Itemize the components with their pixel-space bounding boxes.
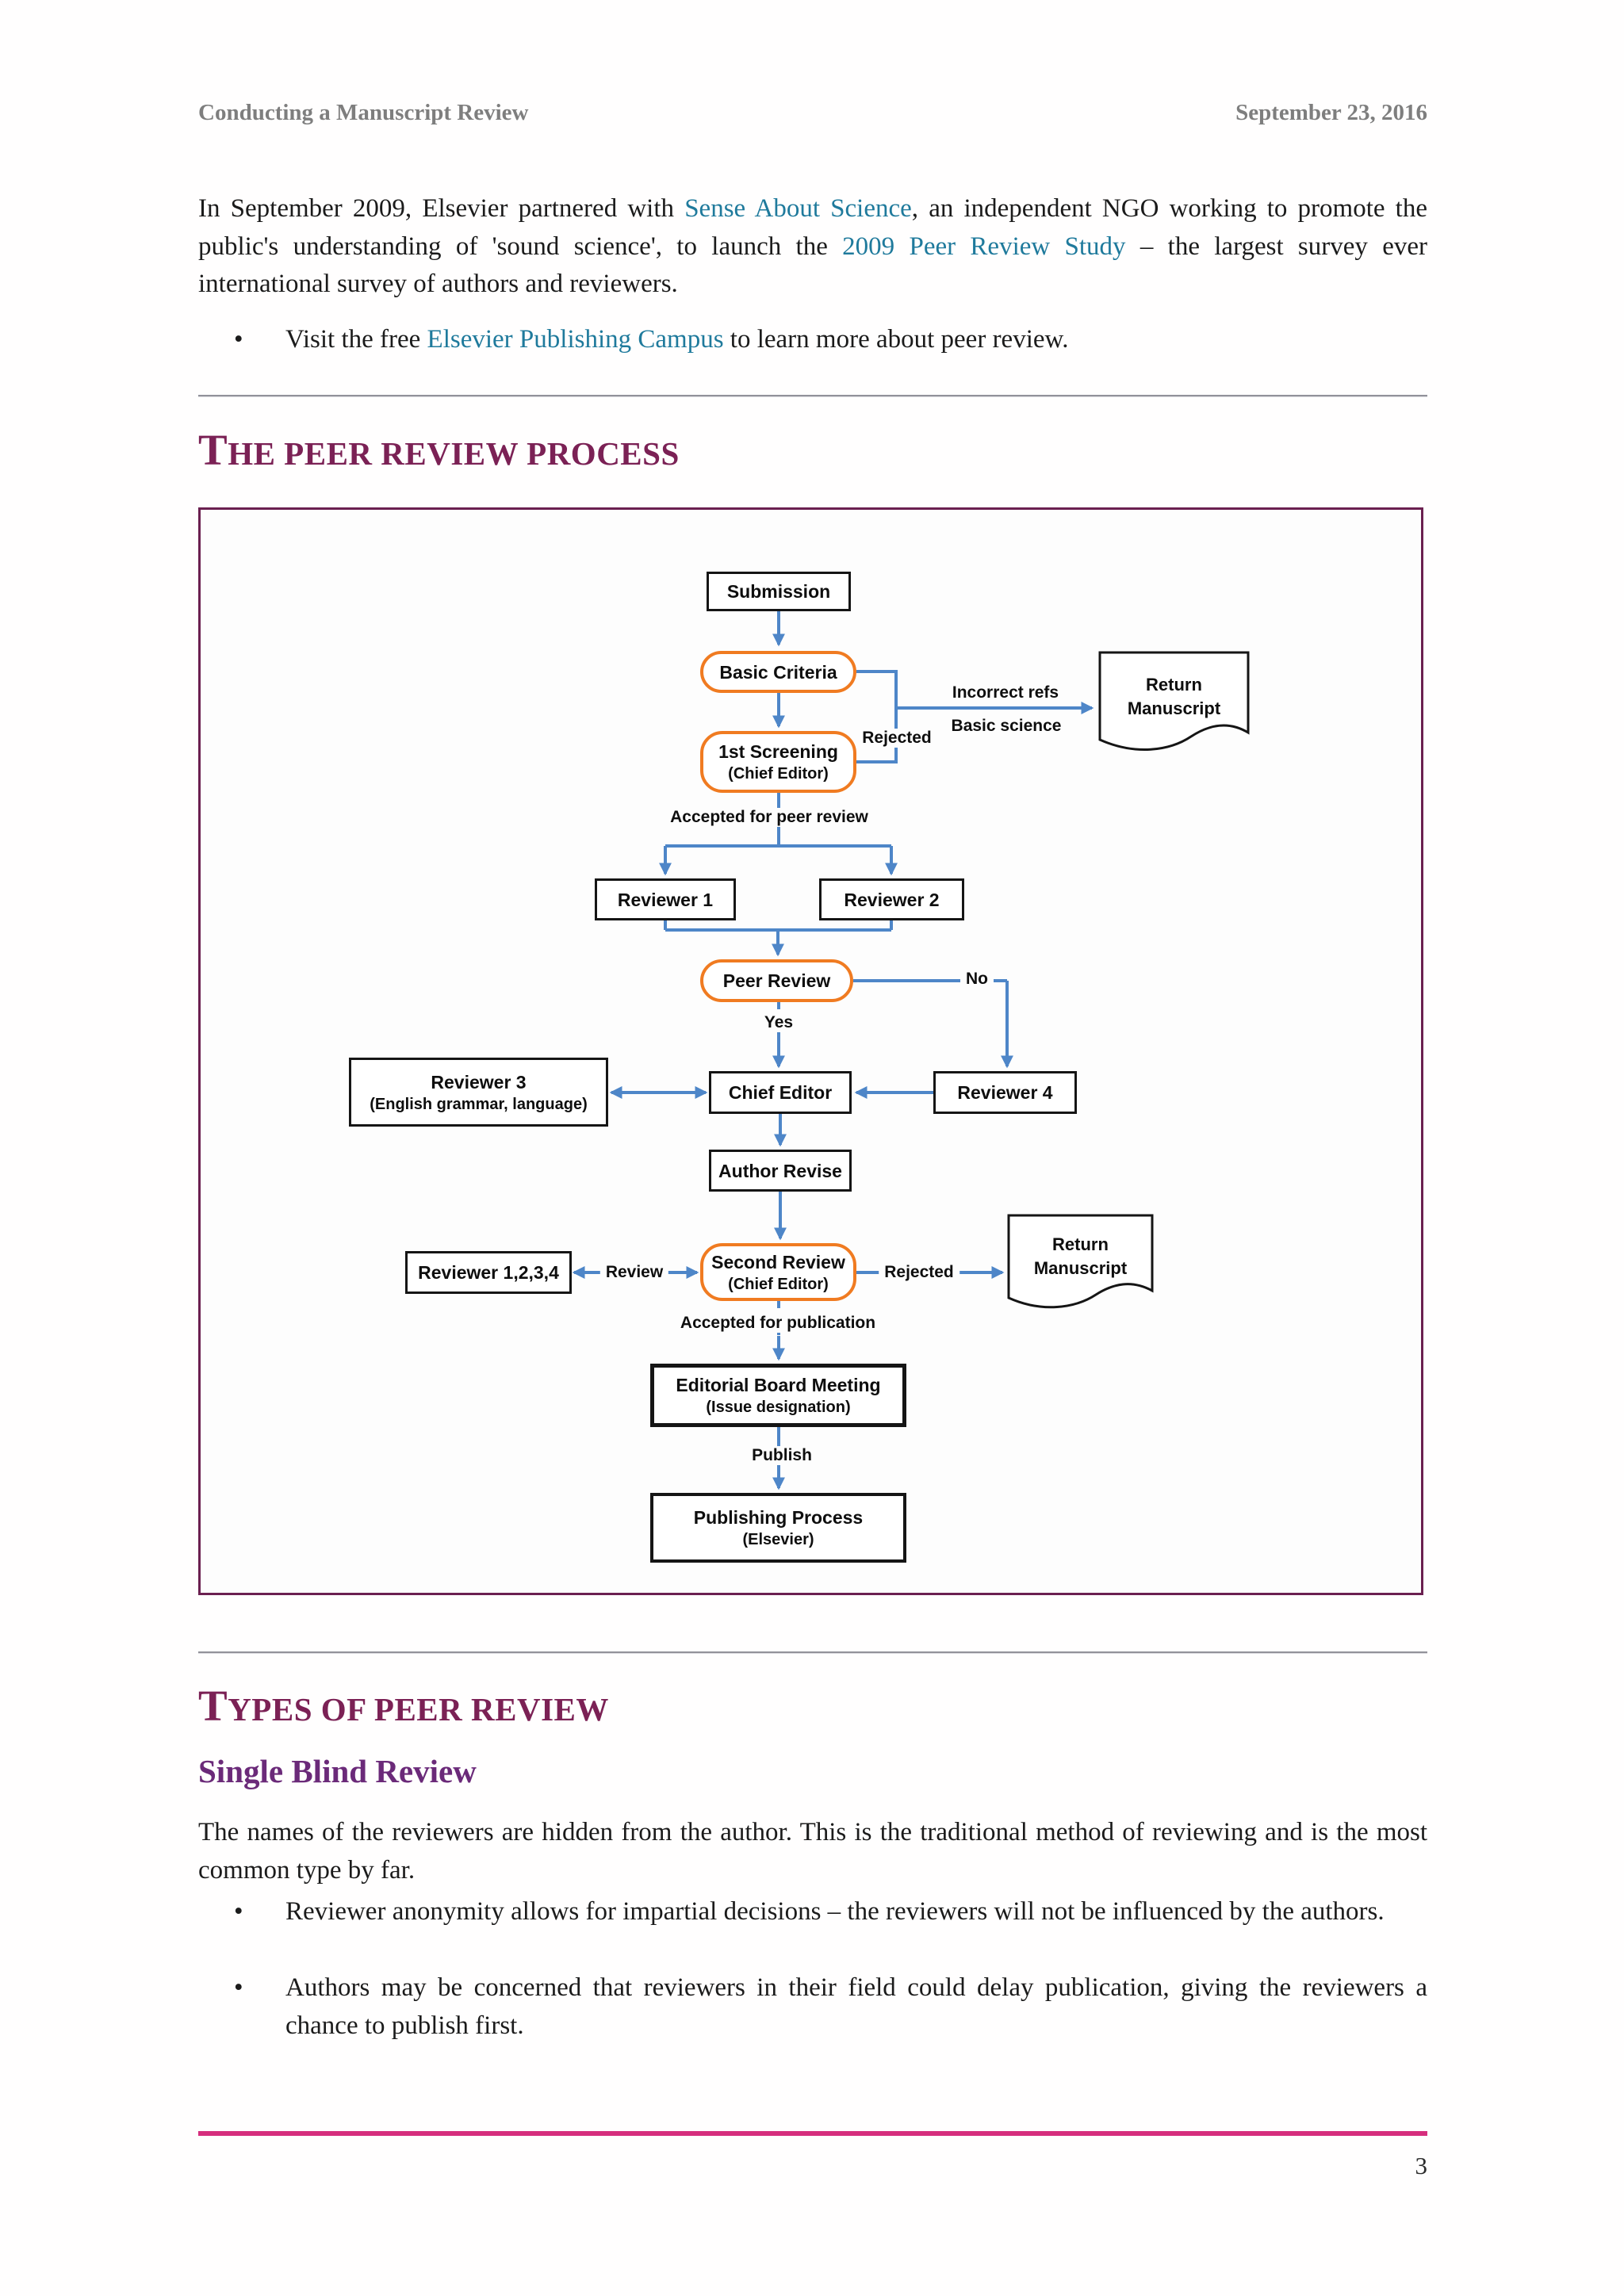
flow-node-return-manuscript-1: Return Manuscript [1100, 673, 1248, 721]
flow-node-label: Return [1146, 675, 1202, 695]
section-heading-peer-review-process: THE PEER REVIEW PROCESS [198, 425, 680, 475]
flow-node-label: Submission [726, 581, 831, 602]
bullet-icon: • [234, 1973, 243, 2002]
single-blind-paragraph: The names of the reviewers are hidden fr… [198, 1818, 1427, 1885]
heading-initial: T [198, 426, 228, 474]
heading-rest: YPES OF PEER REVIEW [228, 1691, 609, 1728]
link-sense-about-science[interactable]: Sense About Science [684, 194, 912, 223]
page-header: Conducting a Manuscript Review September… [198, 100, 1427, 126]
flow-node-sublabel: (Elsevier) [742, 1531, 814, 1548]
intro-text: – the largest survey ever international … [198, 232, 1427, 299]
flow-node-second-review: Second Review (Chief Editor) [700, 1243, 856, 1301]
intro-bullet-segment: to learn more about peer review. [723, 325, 1069, 354]
flow-label-publish: Publish [746, 1446, 818, 1465]
flow-node-label: Reviewer 1 [617, 889, 714, 910]
flow-node-sublabel: (English grammar, language) [370, 1095, 588, 1113]
bullet-text: Authors may be concerned that reviewers … [285, 1973, 1427, 2040]
flow-node-reviewer-2: Reviewer 2 [819, 878, 964, 920]
flow-node-return-manuscript-2: Return Manuscript [1009, 1233, 1152, 1280]
flow-node-label: Reviewer 1,2,3,4 [418, 1262, 559, 1283]
flow-label-yes: Yes [758, 1013, 799, 1032]
flow-node-label: Reviewer 4 [957, 1082, 1053, 1103]
return-manuscript-doc-shapes [1007, 651, 1250, 1309]
flow-node-label: Manuscript [1127, 698, 1221, 718]
flow-node-peer-review: Peer Review [700, 959, 853, 1002]
flow-label-accepted-peer-review: Accepted for peer review [665, 808, 874, 827]
flow-node-sublabel: (Issue designation) [706, 1399, 851, 1416]
flow-node-basic-criteria: Basic Criteria [700, 651, 856, 693]
bullet-icon: • [234, 325, 243, 354]
single-blind-bullet-1: • Reviewer anonymity allows for impartia… [198, 1893, 1427, 1931]
flow-node-label: Peer Review [722, 970, 831, 991]
flow-label-rejected-2: Rejected [879, 1263, 959, 1282]
flow-label-no: No [960, 970, 994, 989]
flow-node-reviewer-3: Reviewer 3 (English grammar, language) [349, 1058, 608, 1127]
page-number: 3 [1415, 2152, 1428, 2179]
link-elsevier-publishing-campus[interactable]: Elsevier Publishing Campus [427, 325, 724, 354]
flow-node-label: Chief Editor [728, 1082, 833, 1103]
bullet-icon: • [234, 1897, 243, 1926]
flow-node-first-screening: 1st Screening (Chief Editor) [700, 731, 856, 793]
flow-node-reviewer-4: Reviewer 4 [933, 1071, 1077, 1114]
flow-node-label: Author Revise [718, 1160, 842, 1181]
flow-node-label: Second Review [711, 1251, 845, 1272]
flow-label-rejected-1: Rejected [856, 729, 937, 748]
bullet-text: Reviewer anonymity allows for impartial … [285, 1897, 1385, 1926]
intro-text: In September 2009, Elsevier partnered wi… [198, 194, 685, 223]
flow-node-label: 1st Screening [718, 741, 838, 762]
intro-paragraph: In September 2009, Elsevier partnered wi… [198, 190, 1427, 304]
flow-node-label: Reviewer 2 [844, 889, 940, 910]
subheading-single-blind-review: Single Blind Review [198, 1753, 477, 1789]
intro-bullet-segment: Visit the free [285, 325, 427, 354]
intro-bullet-item: • Visit the free Elsevier Publishing Cam… [198, 321, 1427, 359]
heading-rest: HE PEER REVIEW PROCESS [228, 435, 680, 472]
flow-label-basic-science: Basic science [951, 717, 1062, 735]
flowchart-connectors [572, 611, 1250, 1490]
header-title: Conducting a Manuscript Review [198, 100, 529, 125]
footer-rule [198, 2131, 1427, 2136]
horizontal-rule [198, 1651, 1427, 1654]
flow-node-submission: Submission [707, 572, 851, 611]
flow-node-label: Publishing Process [693, 1507, 864, 1528]
link-2009-peer-review-study[interactable]: 2009 Peer Review Study [842, 232, 1126, 261]
intro-bullet-text: Visit the free Elsevier Publishing Campu… [285, 321, 1427, 359]
flow-node-label: Return [1052, 1234, 1109, 1254]
section-heading-types-of-peer-review: TYPES OF PEER REVIEW [198, 1681, 609, 1731]
flow-node-chief-editor: Chief Editor [709, 1071, 852, 1114]
header-date: September 23, 2016 [1235, 100, 1427, 125]
flow-node-reviewer-1234: Reviewer 1,2,3,4 [405, 1251, 572, 1294]
intro-text: , an independent NGO working to promote … [198, 194, 1427, 261]
flow-node-label: Reviewer 3 [431, 1071, 527, 1093]
flow-node-label: Editorial Board Meeting [676, 1375, 881, 1395]
horizontal-rule [198, 395, 1427, 397]
flow-node-sublabel: (Chief Editor) [728, 1275, 829, 1293]
single-blind-bullet-2: • Authors may be concerned that reviewer… [198, 1969, 1427, 2045]
flow-node-author-revise: Author Revise [709, 1150, 852, 1192]
flow-label-review: Review [599, 1263, 669, 1282]
flow-node-publishing-process: Publishing Process (Elsevier) [650, 1493, 906, 1563]
peer-review-flowchart: Submission Basic Criteria 1st Screening … [198, 507, 1423, 1595]
flow-node-label: Manuscript [1033, 1258, 1128, 1278]
flow-node-reviewer-1: Reviewer 1 [595, 878, 736, 920]
flow-label-incorrect-refs: Incorrect refs [952, 683, 1059, 702]
heading-initial: T [198, 1682, 228, 1730]
flow-node-editorial-board-meeting: Editorial Board Meeting (Issue designati… [650, 1364, 906, 1427]
flow-node-label: Basic Criteria [719, 661, 837, 683]
flow-label-accepted-publication: Accepted for publication [674, 1314, 882, 1333]
flow-node-sublabel: (Chief Editor) [728, 765, 829, 783]
